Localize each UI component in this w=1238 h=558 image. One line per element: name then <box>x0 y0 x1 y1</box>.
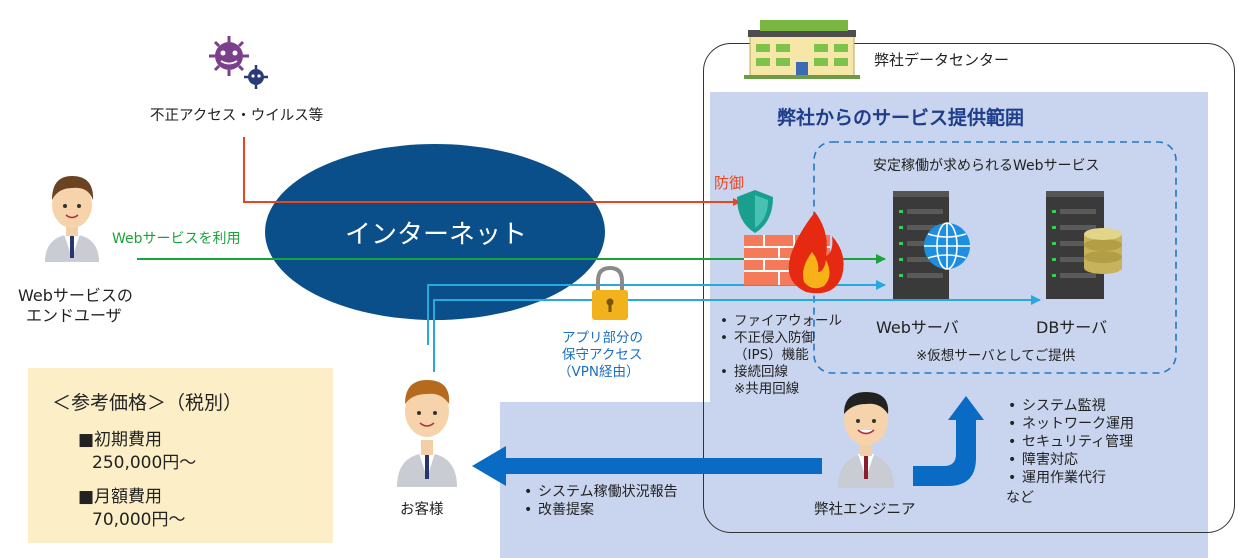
defense-label: 防御 <box>714 174 745 192</box>
engineer-task: 障害対応 <box>1006 451 1134 469</box>
virus-icon <box>209 36 268 89</box>
threat-arrow <box>243 137 741 206</box>
threat-label: 不正アクセス・ウイルス等 <box>150 108 324 124</box>
report-list: システム稼働状況報告 改善提案 <box>522 483 678 519</box>
end-user-avatar <box>45 176 99 262</box>
price-monthly-label: ■月額費用 <box>78 487 163 507</box>
maintenance-label-1: アプリ部分の <box>562 330 643 346</box>
engineer-up-arrow <box>913 396 984 486</box>
maintenance-label-3: （VPN経由） <box>558 364 640 380</box>
engineer-task-list: システム監視 ネットワーク運用 セキュリティ管理 障害対応 運用作業代行 <box>1006 397 1134 487</box>
web-service-dashed-box <box>813 141 1177 374</box>
fire-icon <box>788 212 844 294</box>
internet-label: インターネット <box>345 220 528 250</box>
report-item: システム稼働状況報告 <box>522 483 678 501</box>
price-title: ＜参考価格＞（税別） <box>52 392 243 414</box>
vpn-arrow-web <box>427 280 886 345</box>
engineer-avatar <box>838 392 894 488</box>
engineer-label: 弊社エンジニア <box>814 502 916 518</box>
scope-title: 弊社からのサービス提供範囲 <box>777 107 1025 129</box>
globe-icon <box>924 222 970 270</box>
uses-service-label: Webサービスを利用 <box>112 231 241 247</box>
engineer-task: システム監視 <box>1006 397 1134 415</box>
price-initial-label: ■初期費用 <box>78 430 163 450</box>
database-icon <box>1084 228 1122 274</box>
end-user-label-2: エンドユーザ <box>26 306 122 325</box>
db-server-label: DBサーバ <box>1036 318 1108 337</box>
price-monthly-value: 70,000円～ <box>92 510 186 530</box>
maintenance-label-2: 保守アクセス <box>562 347 643 363</box>
datacenter-label: 弊社データセンター <box>874 51 1010 69</box>
datacenter-frame <box>703 43 1235 533</box>
end-user-label-1: Webサービスの <box>18 286 133 305</box>
shield-icon <box>737 190 773 233</box>
firewall-item: （IPS）機能 <box>734 347 809 363</box>
price-initial-value: 250,000円～ <box>92 453 197 473</box>
datacenter-building-icon <box>744 20 860 79</box>
vpn-arrow-db <box>433 295 1041 372</box>
engineer-task: ネットワーク運用 <box>1006 415 1134 433</box>
report-arrow <box>472 446 822 486</box>
virtual-server-note: ※仮想サーバとしてご提供 <box>916 348 1076 364</box>
lock-icon <box>592 265 628 320</box>
firewall-item: 不正侵入防御 <box>718 330 842 347</box>
firewall-item: ※共用回線 <box>734 381 800 397</box>
web-service-box-label: 安定稼働が求められるWebサービス <box>873 158 1100 174</box>
report-item: 改善提案 <box>522 501 678 519</box>
firewall-item: ファイアウォール <box>718 313 842 330</box>
engineer-task: セキュリティ管理 <box>1006 433 1134 451</box>
customer-avatar <box>397 380 457 487</box>
firewall-item: 接続回線 <box>718 364 842 381</box>
price-box <box>28 368 333 543</box>
web-server-label: Webサーバ <box>876 318 959 337</box>
firewall-feature-list: ファイアウォール 不正侵入防御 （IPS）機能 接続回線 ※共用回線 <box>718 313 842 398</box>
customer-label: お客様 <box>400 502 444 518</box>
internet-ellipse <box>265 144 605 320</box>
engineer-task: 運用作業代行 <box>1006 469 1134 487</box>
engineer-tasks-more: など <box>1006 490 1034 506</box>
